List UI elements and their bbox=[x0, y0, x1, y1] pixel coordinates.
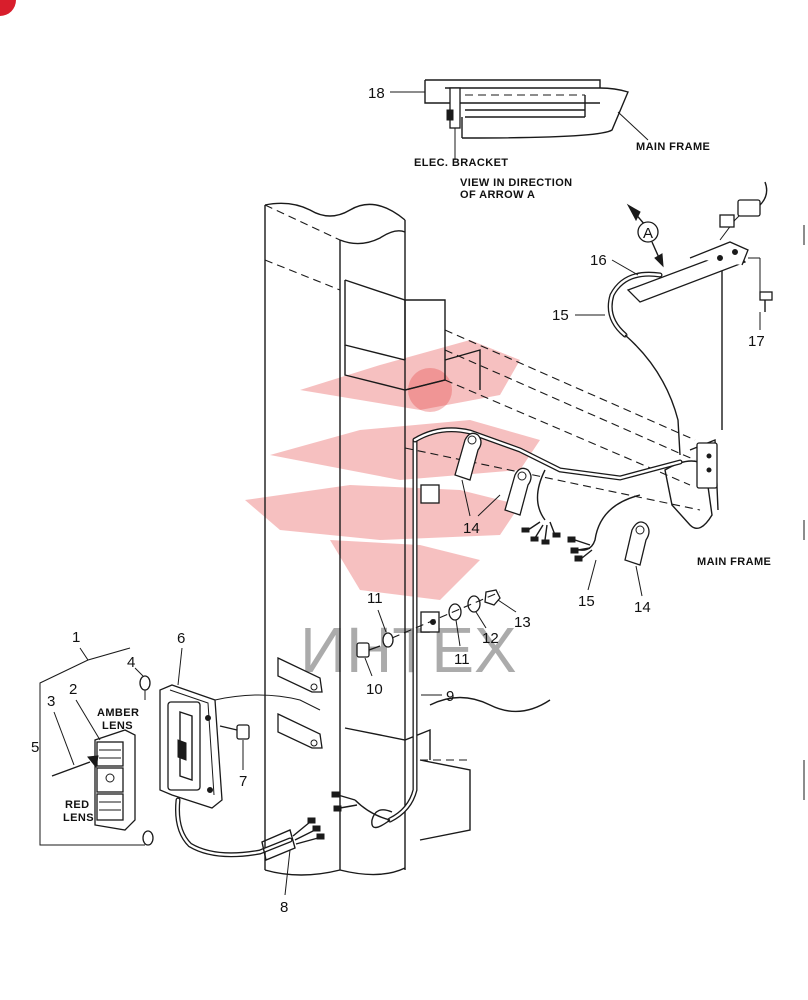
callout-8: 8 bbox=[280, 899, 288, 916]
red-lens-label-1: RED bbox=[65, 799, 89, 811]
screw-3 bbox=[51, 755, 99, 777]
vertical-post bbox=[264, 202, 551, 876]
amber-lens-label-2: LENS bbox=[102, 720, 133, 732]
callout-16: 16 bbox=[590, 252, 607, 269]
callout-7: 7 bbox=[239, 773, 247, 790]
main-frame-right bbox=[664, 442, 718, 529]
nut-13 bbox=[484, 589, 501, 606]
callout-11-right: 11 bbox=[454, 651, 470, 668]
lamp-ground-wire bbox=[214, 694, 321, 711]
callout-10: 10 bbox=[366, 681, 383, 698]
callout-15-top: 15 bbox=[552, 307, 569, 324]
watermark-text: ИНТЕХ bbox=[300, 614, 517, 686]
lockwasher-12 bbox=[467, 595, 481, 613]
callout-9: 9 bbox=[446, 688, 454, 705]
bulb-4 bbox=[139, 675, 151, 700]
callout-6: 6 bbox=[177, 630, 185, 647]
callout-15-bottom: 15 bbox=[578, 593, 595, 610]
elec-bracket-label: ELEC. BRACKET bbox=[414, 157, 508, 169]
callout-4: 4 bbox=[127, 654, 135, 671]
lens-assembly-2 bbox=[94, 729, 136, 831]
bulb-5 bbox=[142, 830, 154, 846]
callout-14-right: 14 bbox=[634, 599, 651, 616]
washer-11-left bbox=[382, 632, 394, 648]
clip-14-a bbox=[454, 432, 482, 481]
callout-2: 2 bbox=[69, 681, 77, 698]
screw-17 bbox=[748, 257, 773, 312]
main-frame-right-label: MAIN FRAME bbox=[697, 556, 771, 568]
corner-marker-icon bbox=[0, 0, 16, 16]
harness-9 bbox=[387, 427, 683, 823]
screw-7 bbox=[219, 724, 250, 740]
cable-8 bbox=[175, 797, 325, 861]
callout-11-left: 11 bbox=[367, 590, 383, 607]
callout-14-left: 14 bbox=[463, 520, 480, 537]
main-frame-top-label: MAIN FRAME bbox=[636, 141, 710, 153]
callout-17: 17 bbox=[748, 333, 765, 350]
callout-5: 5 bbox=[31, 739, 39, 756]
clip-14-b bbox=[504, 467, 532, 516]
view-direction-label-2: OF ARROW A bbox=[460, 189, 535, 201]
callout-3: 3 bbox=[47, 693, 55, 710]
frame-outline-dashed bbox=[404, 270, 723, 511]
detail-view-main-frame bbox=[424, 79, 629, 160]
callout-18: 18 bbox=[368, 85, 385, 102]
washer-11-right bbox=[448, 603, 462, 621]
callout-13: 13 bbox=[514, 614, 531, 631]
connector-plugs-right bbox=[567, 536, 593, 562]
callout-12: 12 bbox=[482, 630, 499, 647]
red-lens-label-2: LENS bbox=[63, 812, 94, 824]
bracket-16 bbox=[626, 241, 749, 303]
bolt-10 bbox=[356, 642, 381, 658]
post-brackets bbox=[277, 484, 440, 749]
connector-plugs-post bbox=[331, 791, 393, 829]
arrow-a-label: A bbox=[643, 225, 653, 242]
watermark-logo bbox=[245, 340, 540, 600]
connector-plugs-mid bbox=[521, 521, 561, 545]
clip-14-c bbox=[624, 521, 650, 566]
arrow-a bbox=[626, 203, 664, 268]
lamp-housing-6 bbox=[159, 684, 223, 809]
amber-lens-label-1: AMBER bbox=[97, 707, 139, 719]
view-direction-label-1: VIEW IN DIRECTION bbox=[460, 177, 573, 189]
callout-1: 1 bbox=[72, 629, 80, 646]
